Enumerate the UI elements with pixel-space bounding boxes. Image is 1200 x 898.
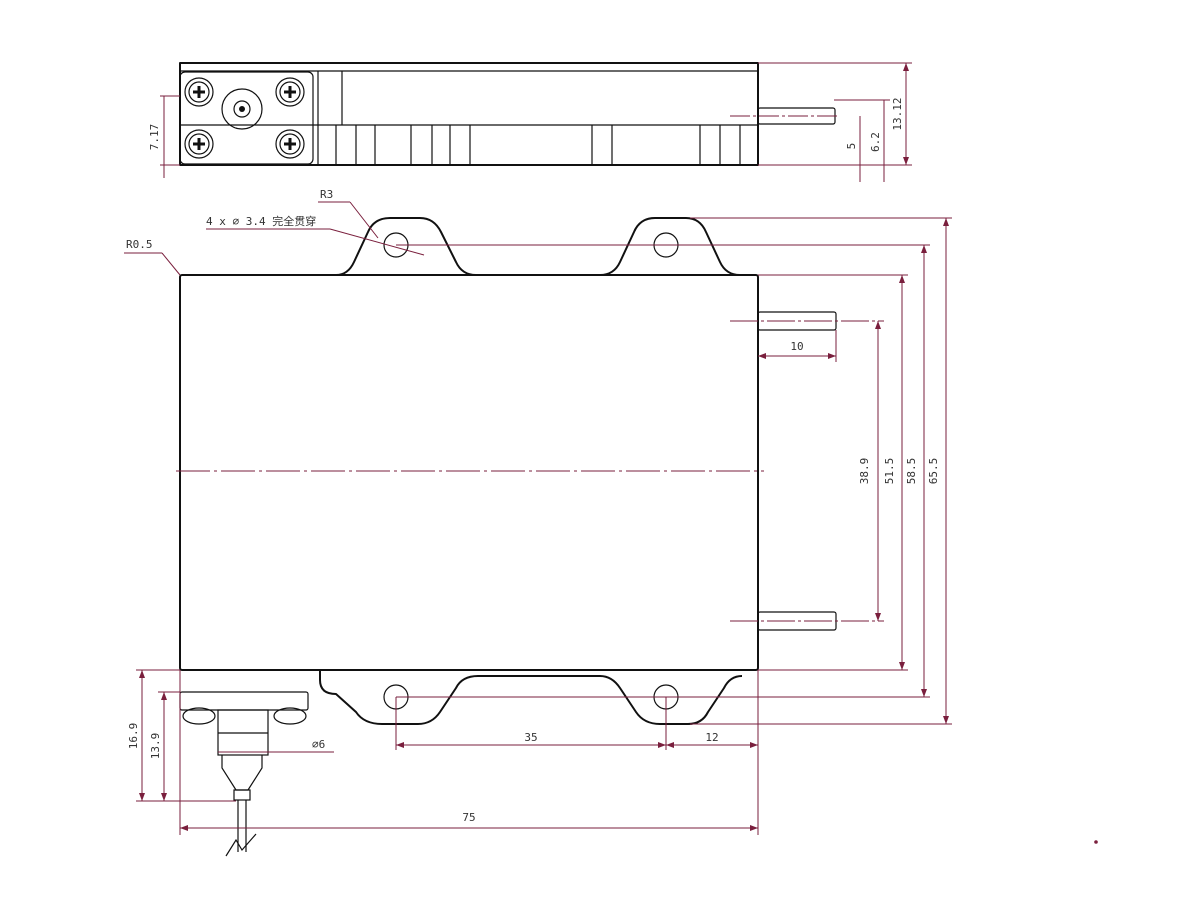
side-view: 13.12 6.2 5 7.17 [148, 62, 912, 182]
screw-icon [184, 77, 214, 107]
screw-icon [275, 129, 305, 159]
dim-top-view-height: 13.12 [891, 97, 904, 130]
dim-fiber-diameter: ∅6 [312, 738, 325, 751]
dim-fiber-length-a: 16.9 [127, 723, 140, 750]
hole-note: 4 x ∅ 3.4 完全贯穿 [206, 214, 316, 228]
dim-body-height: 51.5 [883, 458, 896, 485]
module-body [179, 274, 759, 671]
dim-hole-spacing-horizontal: 35 [524, 731, 537, 744]
dim-top-pin-offset-b: 6.2 [869, 132, 882, 152]
dim-connector-height: 7.17 [148, 124, 161, 151]
screw-icon [184, 129, 214, 159]
plan-view: R0.5 R3 4 x ∅ 3.4 完全贯穿 10 38.9 51.5 58.5… [124, 63, 952, 857]
dim-fiber-length-b: 13.9 [149, 733, 162, 760]
fiber-connector [179, 691, 309, 857]
dim-overall-height: 65.5 [927, 458, 940, 485]
bottom-flange [319, 670, 743, 725]
connector-port-icon [221, 88, 263, 130]
top-flange [320, 217, 741, 276]
screw-icon [275, 77, 305, 107]
dim-hole-edge-offset: 12 [705, 731, 718, 744]
dim-corner-radius: R0.5 [126, 238, 153, 251]
dim-pin-length: 10 [790, 340, 803, 353]
dim-hole-spacing-vertical: 58.5 [905, 458, 918, 485]
side-view-body [179, 62, 759, 166]
dim-pin-spacing: 38.9 [858, 458, 871, 485]
dim-top-pin-offset-a: 5 [845, 143, 858, 150]
dim-fillet-radius: R3 [320, 188, 333, 201]
dim-overall-width: 75 [462, 811, 475, 824]
